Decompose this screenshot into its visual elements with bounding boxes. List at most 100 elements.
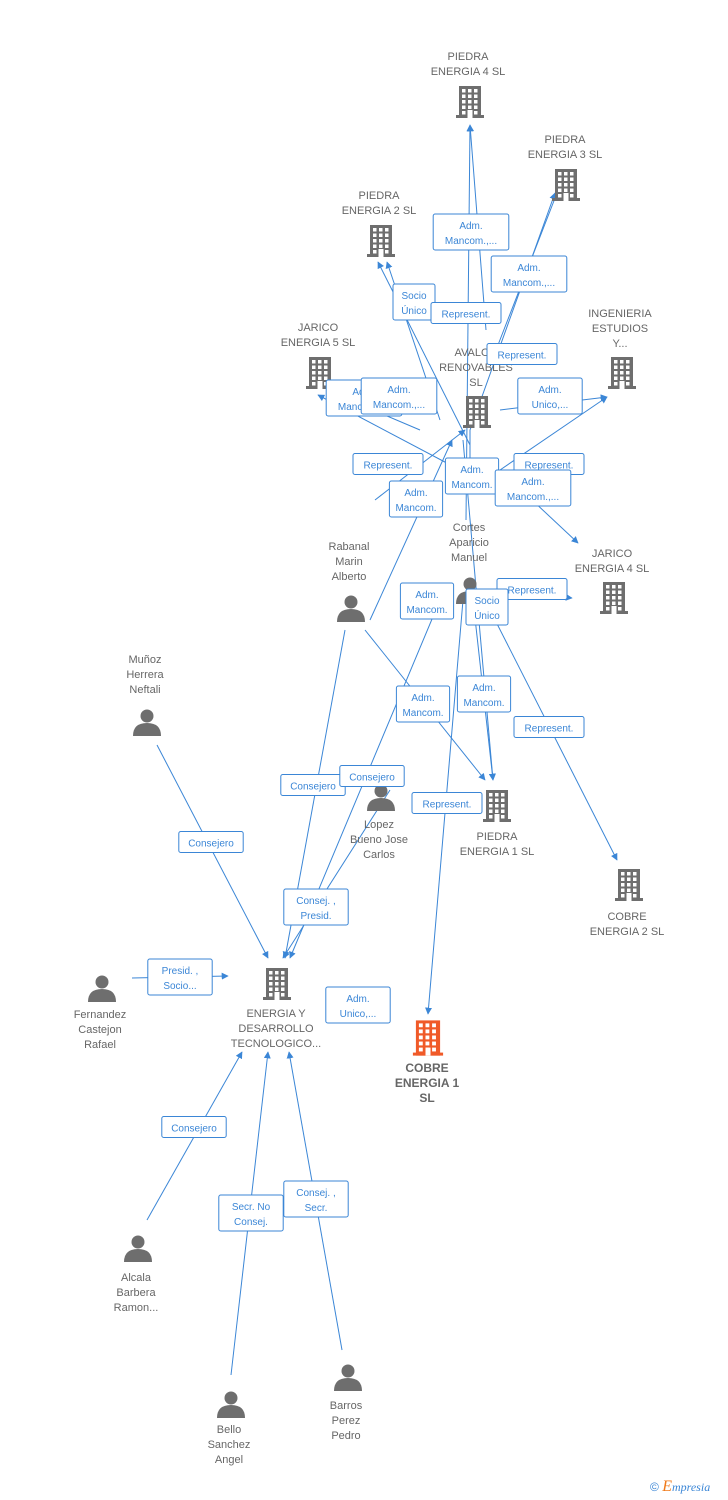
edge-label-text: Adm. [459,221,482,232]
edge-label[interactable]: Adm. Mancom. [399,582,455,620]
edge-label-text: Socio [401,291,426,302]
edge-label[interactable]: Consejero [161,1116,227,1138]
edge-label-text: Adm. [521,477,544,488]
edge-label-text: Mancom. [406,605,447,616]
edge-label[interactable]: Consejero [280,774,346,796]
edge-label-box [147,958,213,996]
edge-label[interactable]: Adm.Mancom.,... [494,469,572,507]
edge-label[interactable]: Represent. [486,343,558,365]
edge-label-box [456,675,512,713]
person-icon [133,709,161,736]
node-label: INGENIERIA [588,308,652,320]
edge-label[interactable]: Consejero [339,765,405,787]
edge-label[interactable]: Represent. [513,716,585,738]
node-label: Pedro [331,1430,360,1442]
edge-label[interactable]: Presid. ,Socio... [147,958,213,996]
edge-label-box [411,792,483,814]
edge-label-text: Presid. , [162,966,199,977]
edges-layer [131,124,618,1376]
edge-label[interactable]: Adm.Mancom. [388,480,444,518]
edge-label-box [283,888,349,926]
edge-label[interactable]: Adm.Mancom.,... [360,377,438,415]
node-label: ESTUDIOS [592,323,648,335]
edge-label-text: Único [474,609,500,622]
node-label: ENERGIA 5 SL [281,337,356,349]
edge-label-box [388,480,444,518]
edge-label-text: Represent. [364,461,413,472]
edge-label[interactable]: Consejero [178,831,244,853]
edge-label-text: Adm. [415,590,438,601]
node-label: TECNOLOGICO... [231,1038,321,1050]
edge-label-text: Mancom.,... [445,236,497,247]
building-icon [600,582,628,614]
edge-label[interactable]: Represent. [430,302,502,324]
node-label: ENERGIA 2 SL [590,926,665,938]
edge-label[interactable]: Consej. ,Presid. [283,888,349,926]
copyright-symbol: © [650,1480,659,1494]
node-label: Manuel [451,552,487,564]
node-label: Perez [332,1415,361,1427]
edge-label[interactable]: Adm.Unico,... [325,986,391,1024]
edge-label[interactable]: Represent. [352,453,424,475]
building-icon [615,869,643,901]
node-label: Muñoz [128,654,161,666]
person-icon [334,1364,362,1391]
edge-label[interactable]: Represent. [411,792,483,814]
node-label: Ramon... [114,1302,159,1314]
person-icon [367,784,395,811]
building-icon [306,357,334,389]
edge-label-text: Consejero [171,1124,217,1135]
edge-label-text: Adm. [460,465,483,476]
node-edt[interactable]: ENERGIA YDESARROLLOTECNOLOGICO... [231,968,321,1050]
node-label: Sanchez [208,1439,251,1451]
edge-label-text: Mancom. [395,503,436,514]
building-icon [552,169,580,201]
node-label: PIEDRA [359,190,401,202]
brand-name: mpresia [671,1480,711,1494]
edge-label-box [399,582,455,620]
edge-label-box [360,377,438,415]
edge-label-box [283,1180,349,1218]
edge-label-box [218,1194,284,1232]
edge-label[interactable]: Adm. Mancom.,... [432,213,510,251]
node-ing[interactable]: INGENIERIAESTUDIOSY... [588,308,652,389]
edge-label[interactable]: Adm.Mancom. [395,685,451,723]
edge-label-text: Mancom.,... [503,278,555,289]
edge-label[interactable]: Adm.Unico,... [517,377,583,415]
edge-label-box [432,213,510,251]
edge-label-text: Represent. [423,800,472,811]
edge-label[interactable]: Adm.Mancom.,... [490,255,568,293]
edge-label[interactable]: Adm.Mancom. [456,675,512,713]
edge-label-box [395,685,451,723]
edge-label[interactable]: Consej. ,Secr. [283,1180,349,1218]
edge-label-text: Consejero [349,773,395,784]
edge-label-text: Mancom.,... [373,400,425,411]
edge-label-text: Adm. [346,994,369,1005]
node-label: Barbera [116,1287,156,1299]
building-icon [412,1020,444,1056]
node-label: ENERGIA 1 SL [460,846,535,858]
node-label: ENERGIA 4 SL [575,563,650,575]
edge-label-text: Represent. [442,310,491,321]
node-alcala[interactable]: AlcalaBarberaRamon... [114,1235,159,1315]
edge-label[interactable]: Adm.Mancom. [444,457,500,495]
edge-label-box [325,986,391,1024]
